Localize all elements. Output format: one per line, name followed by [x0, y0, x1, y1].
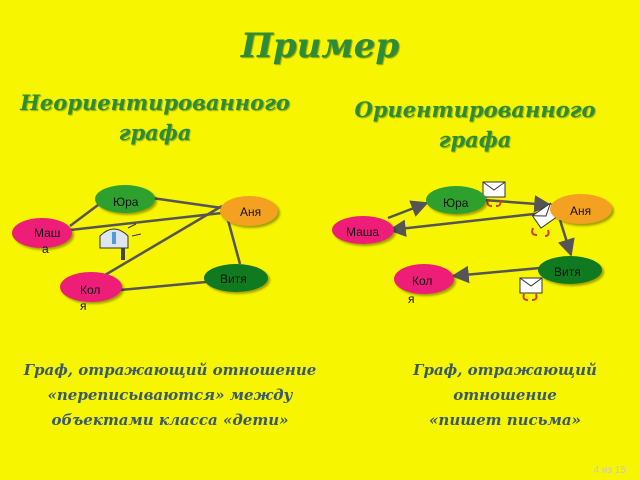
envelope-icon: [519, 277, 543, 301]
node-masha: Маш а: [12, 218, 72, 256]
right-caption-line2: отношение: [453, 386, 557, 404]
node-vitya-label: Витя: [220, 272, 247, 286]
node-kolya: Кол я: [394, 264, 454, 306]
slide-counter: 4 из 15: [593, 465, 626, 476]
node-kolya-label-part2: я: [80, 299, 87, 313]
node-masha-label: Маша: [346, 225, 380, 239]
left-heading-line2: графа: [118, 120, 192, 145]
edge-masha-yura-right: [387, 200, 429, 220]
edge-vitya-kolya-right: [451, 265, 541, 284]
node-anya-label: Аня: [240, 205, 262, 219]
left-caption-line2: «переписываются» между: [47, 386, 293, 404]
slide-title: Пример: [240, 26, 400, 66]
left-caption-line3: объектами класса «дети»: [51, 411, 289, 429]
right-caption-line3: «пишет письма»: [429, 411, 581, 429]
edge-masha-yura-left: [69, 204, 99, 227]
node-kolya-label-part1: Кол: [412, 274, 433, 288]
node-anya-label: Аня: [570, 204, 592, 218]
edge-yura-anya-right: [483, 195, 552, 213]
right-caption: Граф, отражающий отношение «пишет письма…: [385, 358, 625, 433]
edge-masha-anya-left: [69, 211, 223, 232]
right-caption-line1: Граф, отражающий: [413, 361, 597, 379]
node-yura: Юра: [95, 185, 155, 213]
edge-kolya-vitya-left: [119, 280, 207, 292]
node-anya: Аня: [220, 196, 278, 226]
node-masha-label-part2: а: [42, 242, 49, 256]
node-yura-label: Юра: [443, 196, 469, 210]
left-caption: Граф, отражающий отношение «переписывают…: [0, 358, 340, 433]
node-yura-label: Юра: [113, 195, 139, 209]
node-vitya-label: Витя: [554, 265, 581, 279]
edge-anya-vitya-right: [557, 219, 575, 257]
mailbox-icon: [99, 223, 142, 260]
node-kolya-label-part1: Кол: [80, 283, 101, 297]
node-anya: Аня: [550, 194, 612, 224]
node-masha-label-part1: Маш: [34, 226, 61, 240]
left-heading-line1: Неориентированного: [20, 90, 290, 115]
node-masha: Маша: [332, 216, 394, 244]
left-caption-line1: Граф, отражающий отношение: [23, 361, 317, 379]
node-yura: Юра: [426, 186, 486, 214]
edge-kolya-yura-left: [99, 204, 223, 280]
right-heading-line2: графа: [438, 127, 512, 152]
edge-yura-anya-left: [151, 196, 223, 210]
right-heading-line1: Ориентированного: [354, 97, 596, 122]
left-heading: Неориентированного графа: [0, 88, 310, 148]
edge-anya-masha-right: [388, 210, 553, 237]
node-kolya-label-part2: я: [408, 292, 415, 306]
node-kolya: Кол я: [60, 272, 122, 313]
node-vitya: Витя: [538, 256, 602, 284]
edge-anya-vitya-left: [226, 219, 242, 265]
envelope-icon: [482, 181, 506, 207]
node-vitya: Витя: [204, 264, 268, 292]
right-heading: Ориентированного графа: [325, 95, 625, 155]
